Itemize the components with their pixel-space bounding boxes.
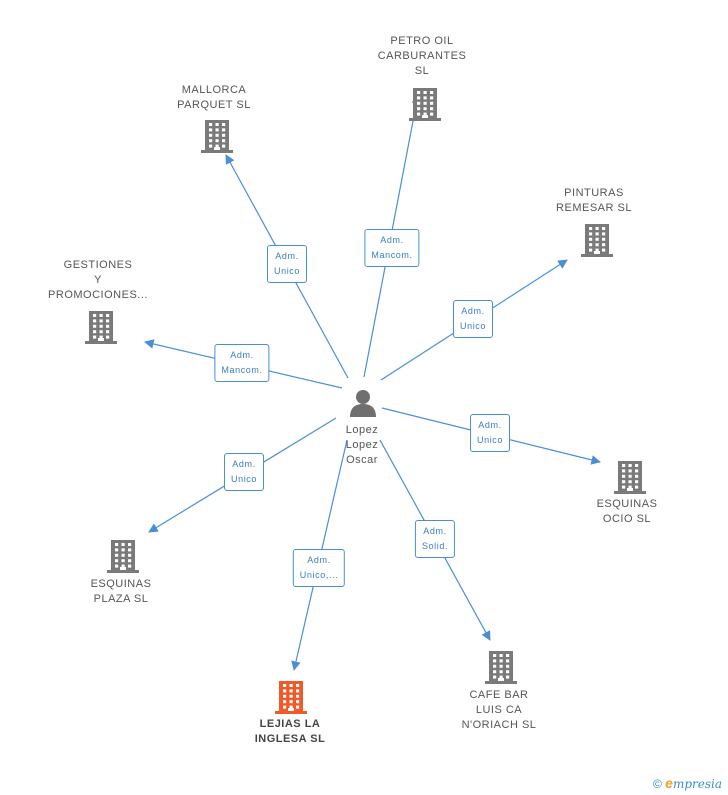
- role-badge-line: Adm.: [230, 350, 254, 360]
- role-badge-line: Adm.: [380, 235, 404, 245]
- company-label-gestiones-promociones[interactable]: GESTIONES Y PROMOCIONES...: [48, 258, 148, 303]
- role-badge-gestiones-promociones[interactable]: Adm. Mancom.: [214, 344, 270, 382]
- role-badge-line: Adm.: [275, 251, 299, 261]
- copyright-symbol: ©: [652, 777, 662, 791]
- company-label-line: LUIS CA: [475, 704, 523, 716]
- footer-brand: © empresia: [653, 775, 722, 791]
- role-badge-line: Adm.: [423, 526, 447, 536]
- brand-name: mpresia: [672, 777, 722, 791]
- company-label-line: ESQUINAS: [90, 578, 152, 590]
- role-badge-lejias-la-inglesa[interactable]: Adm. Unico,...: [292, 549, 346, 587]
- role-badge-line: Mancom.: [371, 250, 413, 260]
- building-icon[interactable]: [201, 118, 233, 159]
- person-name-line-3: Oscar: [346, 454, 378, 466]
- role-badge-cafe-bar-luis[interactable]: Adm. Solid.: [414, 520, 456, 558]
- company-label-lejias-la-inglesa[interactable]: LEJIAS LA INGLESA SL: [255, 717, 326, 747]
- company-label-line: PINTURAS: [564, 187, 624, 199]
- company-label-line: OCIO SL: [602, 513, 652, 525]
- person-name[interactable]: Lopez Lopez Oscar: [346, 423, 378, 468]
- role-badge-line: Unico,...: [299, 570, 339, 580]
- role-badge-petro-oil[interactable]: Adm. Mancom.: [364, 229, 420, 267]
- company-label-esquinas-plaza[interactable]: ESQUINAS PLAZA SL: [91, 577, 152, 607]
- role-badge-line: Adm.: [307, 555, 331, 565]
- building-icon[interactable]: [275, 679, 307, 720]
- person-icon[interactable]: [347, 387, 379, 419]
- role-badge-line: Adm.: [478, 420, 502, 430]
- role-badge-line: Mancom.: [221, 365, 263, 375]
- brand-logo-initial: e: [665, 775, 673, 791]
- role-badge-line: Unico: [476, 435, 504, 445]
- building-icon[interactable]: [85, 309, 117, 350]
- person-name-line-1: Lopez: [345, 424, 379, 436]
- role-badge-line: Solid.: [421, 541, 449, 551]
- company-label-line: MALLORCA: [181, 84, 247, 96]
- company-label-line: REMESAR SL: [556, 202, 632, 214]
- person-name-line-2: Lopez: [345, 439, 379, 451]
- role-badge-line: Unico: [230, 474, 258, 484]
- company-label-line: PROMOCIONES...: [48, 289, 148, 301]
- company-label-line: N'ORIACH SL: [461, 719, 537, 731]
- company-label-line: INGLESA SL: [254, 733, 326, 745]
- company-label-petro-oil[interactable]: PETRO OIL CARBURANTES SL: [378, 34, 467, 79]
- company-label-line: CAFE BAR: [469, 689, 529, 701]
- company-label-line: PLAZA SL: [93, 593, 149, 605]
- role-badge-line: Adm.: [232, 459, 256, 469]
- company-label-mallorca-parquet[interactable]: MALLORCA PARQUET SL: [177, 83, 251, 113]
- company-label-pinturas-remesar[interactable]: PINTURAS REMESAR SL: [556, 186, 632, 216]
- edge-layer: [144, 94, 601, 671]
- company-label-line: Y: [94, 274, 102, 286]
- company-label-line: PARQUET SL: [177, 99, 251, 111]
- role-badge-esquinas-ocio[interactable]: Adm. Unico: [469, 414, 511, 452]
- building-icon[interactable]: [614, 459, 646, 500]
- company-label-line: LEJIAS LA: [259, 718, 321, 730]
- company-label-line: CARBURANTES: [377, 50, 467, 62]
- company-label-line: ESQUINAS: [596, 498, 658, 510]
- company-label-line: SL: [414, 65, 430, 77]
- building-icon[interactable]: [485, 649, 517, 690]
- building-icon[interactable]: [107, 538, 139, 579]
- role-badge-pinturas-remesar[interactable]: Adm. Unico: [452, 300, 494, 338]
- role-badge-line: Unico: [459, 321, 487, 331]
- role-badge-line: Adm.: [461, 306, 485, 316]
- company-label-cafe-bar-luis[interactable]: CAFE BAR LUIS CA N'ORIACH SL: [462, 688, 537, 733]
- role-badge-line: Unico: [273, 266, 301, 276]
- company-label-line: GESTIONES: [63, 259, 133, 271]
- role-badge-mallorca-parquet[interactable]: Adm. Unico: [266, 245, 308, 283]
- company-label-line: PETRO OIL: [390, 35, 454, 47]
- company-label-esquinas-ocio[interactable]: ESQUINAS OCIO SL: [597, 497, 658, 527]
- building-icon[interactable]: [409, 86, 441, 127]
- role-badge-esquinas-plaza[interactable]: Adm. Unico: [223, 453, 265, 491]
- building-icon[interactable]: [581, 222, 613, 263]
